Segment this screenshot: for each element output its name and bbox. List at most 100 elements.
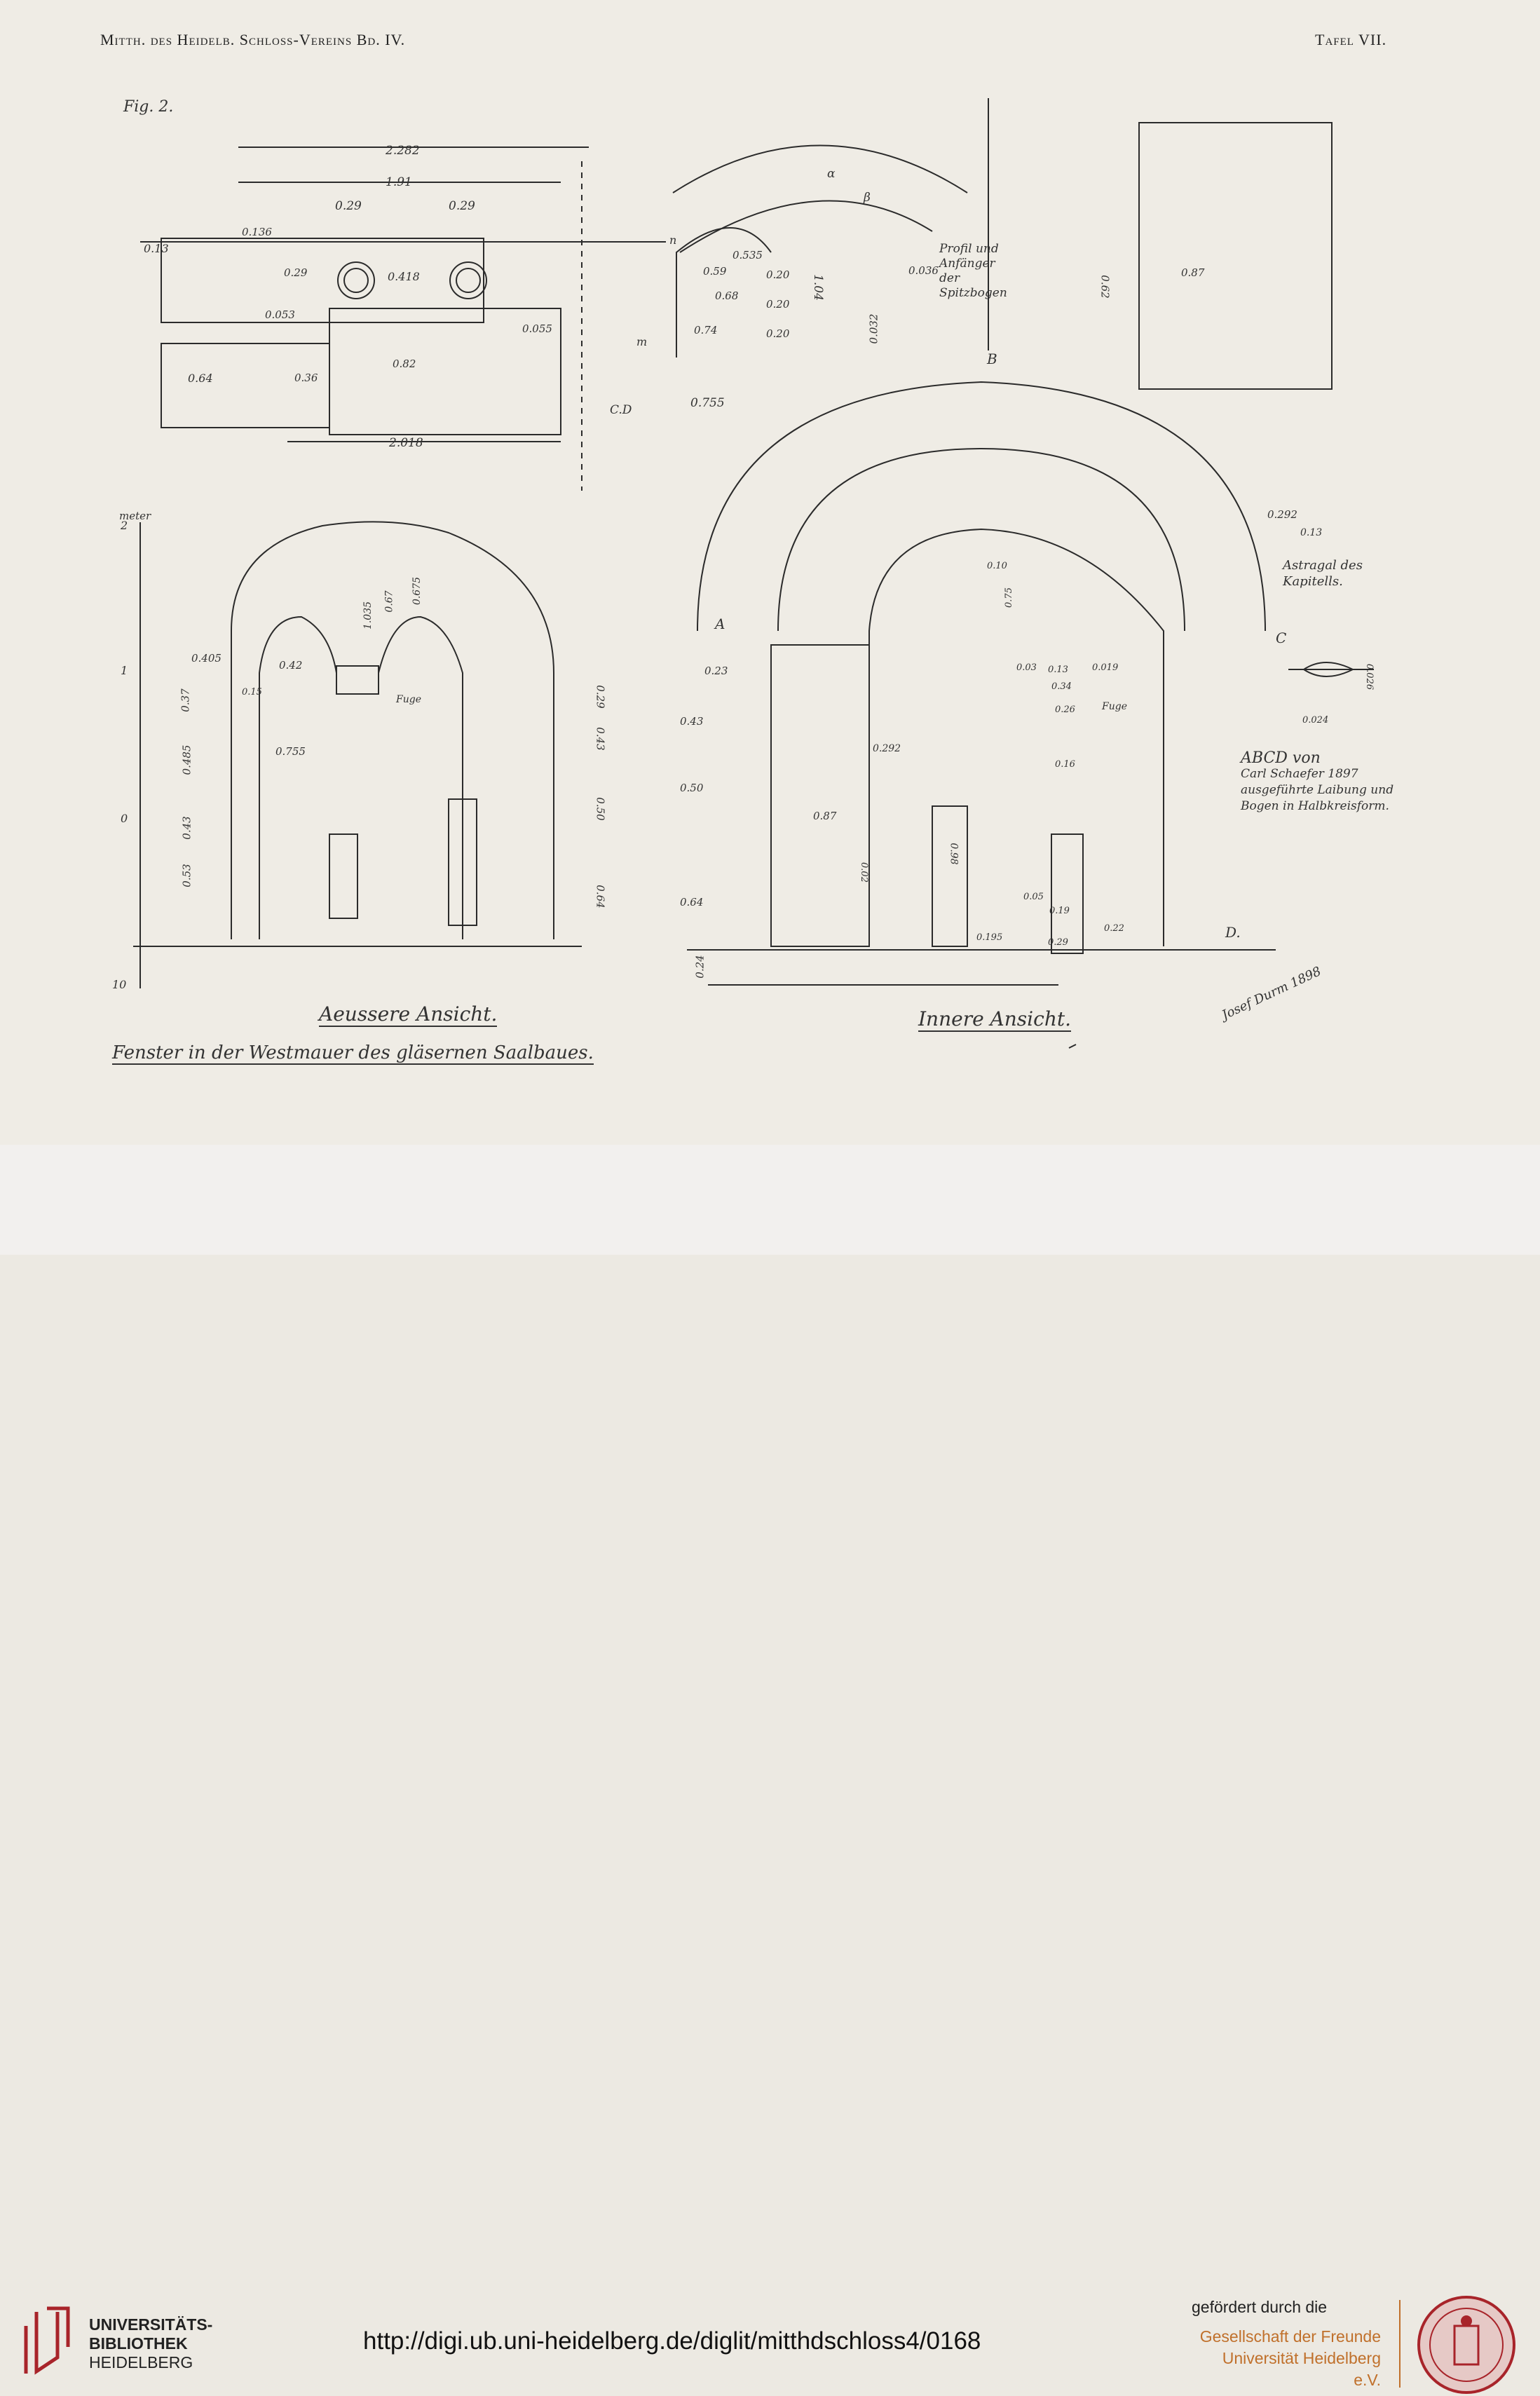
dimension-text: 0.68: [715, 290, 739, 302]
dimension-text: 1.04: [810, 274, 825, 301]
section-wall: [1138, 122, 1333, 390]
point-label: A: [715, 615, 725, 632]
dimension-text: 0.418: [388, 270, 420, 283]
dimension-text: 0.20: [766, 268, 790, 281]
plan-column: [343, 268, 369, 293]
dimension-text: 0.675: [411, 576, 423, 606]
dimension-text: 0.29: [284, 266, 308, 279]
drawing-plate: Mitth. des Heidelb. Schloss-Vereins Bd. …: [0, 0, 1540, 1145]
abcd-note: ABCD von Carl Schaefer 1897 ausgeführte …: [1241, 749, 1394, 813]
dimension-text: 0.16: [1055, 759, 1075, 770]
dimension-text: 0.485: [180, 744, 193, 775]
dimension-text: 0.74: [694, 324, 718, 336]
library-name: UNIVERSITÄTS- BIBLIOTHEK HEIDELBERG: [89, 2315, 213, 2371]
dimension-text: 0.755: [690, 396, 725, 410]
dimension-text: 0.13: [1300, 527, 1323, 538]
signature-underline: [1068, 1044, 1077, 1049]
society-seal-icon: [1417, 2296, 1515, 2394]
dimension-text: 0.29: [449, 199, 475, 213]
dimension-text: 2.282: [386, 144, 420, 158]
inner-arch-inner: [777, 447, 1185, 632]
architectural-drawing: [133, 98, 1374, 1049]
dimension-text: 2.018: [389, 436, 423, 450]
plan-column: [456, 268, 481, 293]
dimension-text: 0.019: [1092, 662, 1119, 673]
dimension-text: 0.29: [594, 685, 607, 709]
dimension-text: 0.87: [813, 810, 837, 822]
permalink-url[interactable]: http://digi.ub.uni-heidelberg.de/diglit/…: [363, 2327, 981, 2355]
scale-number: 1: [121, 664, 128, 677]
broken-column: [329, 833, 358, 919]
section-label: β: [864, 191, 871, 205]
dimension-text: 0.03: [1016, 662, 1037, 673]
scale-number: 0: [121, 812, 128, 825]
dimension-text: 0.053: [265, 308, 295, 321]
plan-column: [337, 261, 375, 299]
dimension-text: 1.035: [362, 601, 374, 630]
dimension-text: 0.64: [188, 372, 213, 385]
header-journal-title: Mitth. des Heidelb. Schloss-Vereins Bd. …: [100, 31, 406, 48]
dimension-text: 0.136: [242, 226, 272, 238]
dimension-text: 0.292: [873, 743, 901, 754]
dimension-text: 0.29: [1048, 937, 1068, 948]
inner-column: [932, 805, 968, 947]
dimension-text: 0.50: [680, 782, 704, 794]
dimension-text: Fuge: [1102, 701, 1127, 712]
capital: [336, 665, 379, 695]
profile-note: Profil und Anfänger der Spitzbogen: [939, 242, 1007, 300]
sponsor-society-name: Gesellschaft der Freunde Universität Hei…: [1199, 2327, 1381, 2389]
dimension-text: 0.024: [1302, 715, 1329, 726]
dimension-text: 0.64: [680, 896, 704, 908]
outer-lancet: [259, 615, 337, 939]
outer-view-label: Aeussere Ansicht.: [319, 1002, 498, 1027]
outer-arch: [231, 521, 554, 939]
dimension-text: 0.53: [180, 864, 193, 887]
dimension-text: 0.22: [1104, 923, 1124, 934]
dimension-text: 0.43: [180, 816, 193, 840]
column-shaft: [448, 798, 477, 926]
dimension-text: 0.75: [1003, 587, 1014, 608]
dimension-text: 0.36: [294, 372, 318, 384]
dimension-text: Fuge: [396, 694, 421, 705]
dimension-text: 0.05: [1023, 892, 1044, 902]
point-label: D.: [1225, 924, 1241, 941]
dimension-text: 0.405: [191, 652, 222, 665]
dimension-text: 0.055: [522, 322, 552, 335]
point-label: C: [1276, 629, 1287, 646]
dimension-text: 0.34: [1051, 681, 1072, 692]
inner-jamb: [770, 644, 870, 947]
plan-wall: [161, 343, 330, 428]
inner-view-label: Innere Ansicht.: [918, 1007, 1071, 1032]
section-label: m: [636, 335, 648, 348]
university-library-logo-icon: [24, 2306, 70, 2375]
inner-arch-outer: [697, 381, 1266, 632]
dimension-text: 0.15: [242, 687, 262, 697]
dimension-text: 0.37: [179, 688, 192, 712]
section-label: α: [827, 167, 836, 181]
dimension-text: 0.026: [1364, 663, 1375, 690]
inner-reveal: [868, 528, 1164, 946]
plan-column: [449, 261, 487, 299]
header-plate-number: Tafel VII.: [1315, 31, 1387, 48]
dimension-text: 0.67: [383, 590, 395, 613]
dimension-text: 0.535: [732, 249, 763, 261]
dimension-text: 0.64: [594, 885, 607, 908]
dimension-text: 0.29: [335, 199, 362, 213]
dimension-text: 0.292: [1267, 508, 1297, 521]
dimension-text: 0.50: [594, 797, 607, 821]
dimension-text: 0.755: [275, 745, 306, 758]
dimension-text: 0.036: [908, 264, 939, 277]
plan-wall: [161, 238, 484, 323]
dimension-text: 0.26: [1055, 704, 1075, 715]
dimension-text: 0.98: [948, 843, 960, 865]
dimension-text: 0.20: [766, 327, 790, 340]
dimension-text: 0.13: [144, 242, 169, 255]
dimension-text: 0.13: [1048, 665, 1068, 675]
footer-divider: [1399, 2300, 1401, 2388]
inner-column: [1051, 833, 1084, 954]
scale-number: 10: [112, 978, 127, 991]
sponsor-text: gefördert durch die: [1192, 2298, 1328, 2316]
dimension-text: 0.42: [279, 659, 303, 672]
dimension-text: 0.82: [393, 358, 416, 370]
dimension-text: 0.02: [858, 862, 869, 883]
